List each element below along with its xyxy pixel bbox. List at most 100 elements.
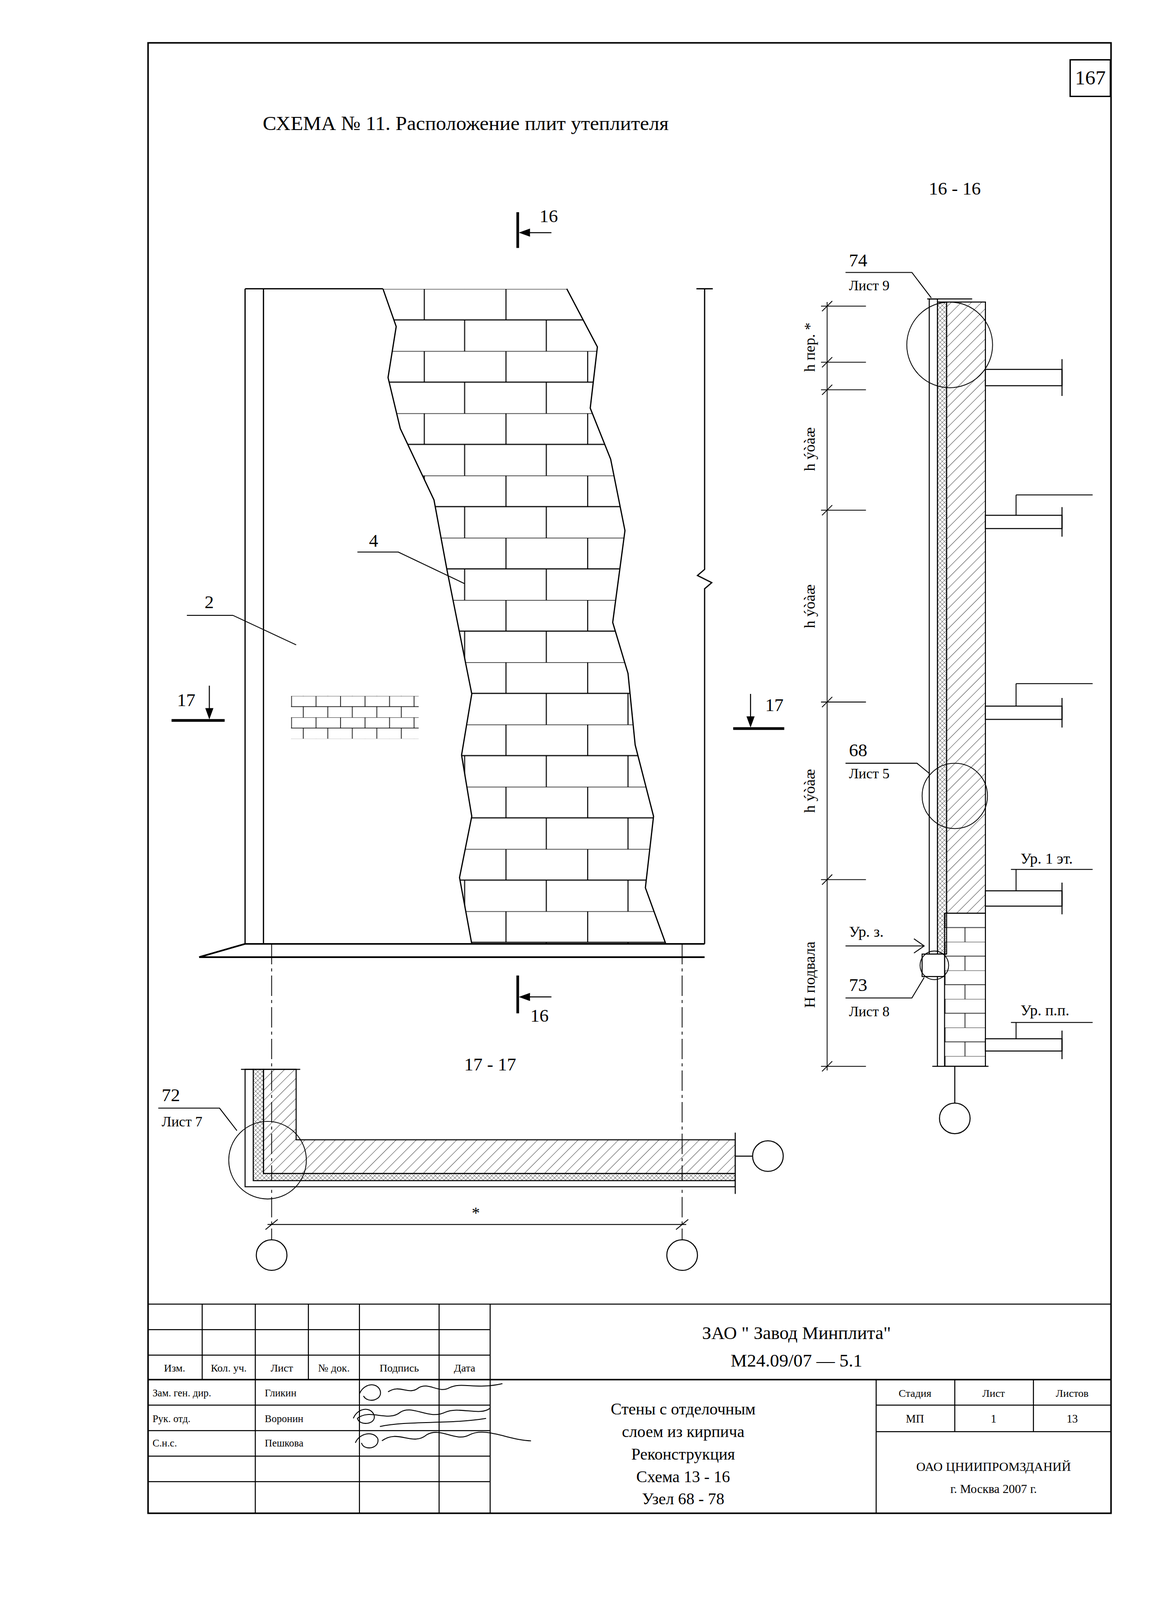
table-cell: г. Москва 2007 г. [948, 1483, 1039, 1497]
sheet-frame [148, 42, 1112, 1514]
axis-line [271, 944, 682, 1241]
level-mark: Ур. з. [847, 924, 886, 941]
page-number-box: 167 [1069, 59, 1112, 98]
dimension-chain [821, 301, 833, 1072]
wall-section [906, 298, 1093, 1135]
facade-elevation [290, 695, 419, 739]
dimension-chain [821, 301, 866, 1072]
leader-line [158, 1108, 237, 1132]
table-cell: ОАО ЦНИИПРОМЗДАНИЙ [915, 1460, 1073, 1475]
table-cell: Лист [269, 1362, 295, 1375]
wall-section [937, 302, 947, 955]
leader-line [186, 615, 297, 646]
facade-elevation [696, 289, 713, 945]
wall-section [985, 891, 1063, 907]
leader-line [357, 552, 465, 584]
facade-elevation [199, 944, 705, 958]
table-cell: Лист [980, 1387, 1007, 1400]
table-cell: Листов [1054, 1387, 1090, 1400]
leader-line [845, 938, 925, 954]
signature [353, 1408, 491, 1428]
level-mark: Ур. 1 эт. [1019, 850, 1075, 868]
callout-number: 73 [847, 975, 869, 996]
plan-section [228, 1069, 784, 1271]
sheet-ref: Лист 9 [847, 278, 892, 295]
table-cell: М24.09/07 — 5.1 [729, 1351, 864, 1372]
wall-section [929, 298, 938, 955]
dimension-text: * [470, 1204, 482, 1224]
plan-section [263, 1069, 736, 1175]
plan-section [752, 1141, 784, 1173]
table-cell: Стадия [897, 1387, 933, 1400]
level-mark: Ур. п.п. [1019, 1002, 1071, 1020]
callout-number: 68 [847, 740, 869, 761]
table-cell: ЗАО " Завод Минплита" [700, 1323, 893, 1345]
leader-line [845, 272, 932, 299]
wall-section [1061, 359, 1063, 1060]
callout-number: 4 [367, 531, 380, 552]
sheet-ref: Лист 8 [847, 1003, 892, 1020]
section-number: 16 [528, 1005, 551, 1027]
plan-section [245, 1069, 736, 1188]
table-cell: Реконструкция [630, 1446, 737, 1465]
signature [359, 1384, 503, 1401]
view-title: 17 - 17 [462, 1055, 518, 1076]
plan-section [253, 1069, 736, 1182]
section-number: 16 [538, 206, 560, 227]
section-mark [746, 716, 755, 729]
title-block [148, 1379, 1112, 1381]
facade-elevation [245, 289, 383, 945]
callout-number: 72 [160, 1085, 182, 1107]
facade-elevation [382, 289, 669, 945]
plan-section [241, 1069, 753, 1195]
table-cell: Рук. отд. [151, 1413, 192, 1425]
callout-number: 74 [847, 250, 869, 271]
section-number: 17 [763, 695, 785, 716]
wall-section [985, 1039, 1063, 1052]
wall-section [1010, 494, 1093, 1040]
wall-section [939, 1103, 971, 1135]
table-cell: Подпись [378, 1362, 421, 1375]
view-title: 16 - 16 [927, 178, 982, 200]
facade-elevation [566, 289, 666, 945]
section-mark [518, 228, 531, 237]
wall-section [944, 913, 986, 1067]
table-cell: Зам. ген. дир. [151, 1388, 213, 1400]
wall-section [919, 951, 949, 981]
section-number: 17 [175, 690, 197, 711]
table-cell: Гликин [263, 1388, 298, 1400]
page-number: 167 [1074, 66, 1106, 90]
sheet-title: СХЕМА № 11. Расположение плит утеплителя [261, 112, 671, 136]
table-cell: Кол. уч. [209, 1362, 249, 1375]
facade-elevation [382, 289, 472, 945]
wall-section [906, 302, 993, 388]
facade-elevation [199, 289, 713, 958]
table-cell: № док. [316, 1362, 351, 1375]
section-mark [171, 212, 785, 1014]
table-cell: Узел 68 - 78 [640, 1491, 726, 1510]
section-mark [205, 708, 214, 720]
dimension-text: h ýòàæ [801, 768, 818, 815]
dimension-chain [821, 306, 866, 1067]
plan-section [228, 1121, 307, 1200]
sheet-ref: Лист 7 [160, 1114, 204, 1130]
section-mark [171, 212, 785, 1014]
wall-section [985, 515, 1063, 529]
table-cell: Воронин [263, 1413, 305, 1425]
table-cell: Схема 13 - 16 [635, 1468, 732, 1487]
wall-section [922, 763, 988, 830]
table-cell: 13 [1065, 1413, 1080, 1426]
table-cell: С.н.с. [151, 1438, 179, 1450]
axis-line [271, 944, 682, 1241]
signature [353, 1384, 531, 1449]
wall-section [985, 369, 1063, 386]
table-cell: МП [904, 1413, 926, 1426]
plan-section [666, 1240, 698, 1271]
table-cell: Стены с отделочным [609, 1401, 757, 1420]
dimension-text: h ýòàæ [801, 583, 818, 631]
signature [355, 1432, 532, 1449]
